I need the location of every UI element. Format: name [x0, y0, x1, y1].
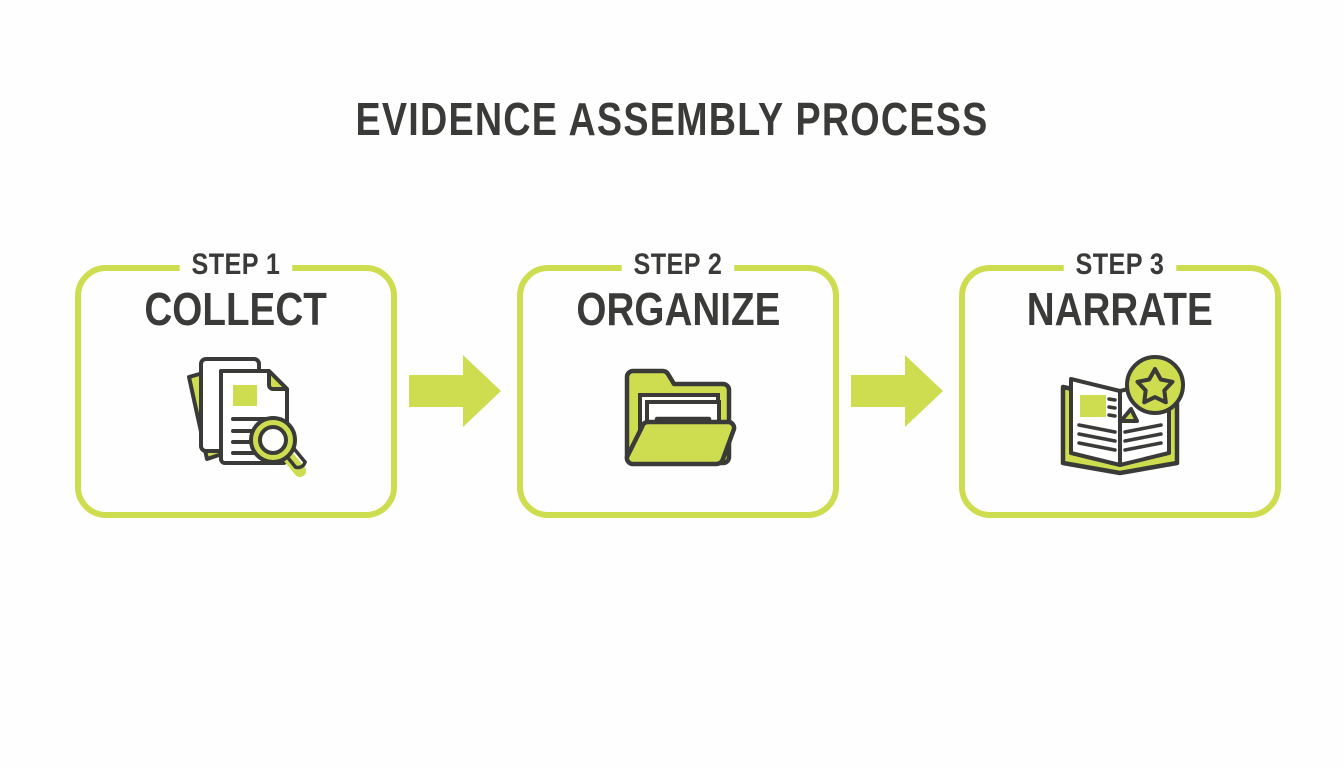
- card-border-1: [75, 265, 397, 518]
- documents-magnifier-icon: [187, 357, 307, 477]
- open-folder-icon: [624, 368, 737, 467]
- open-book-star-icon: [1060, 355, 1185, 476]
- step-card-1-content: STEP 1 COLLECT: [75, 249, 397, 518]
- card-border-3: [959, 265, 1281, 518]
- step-1-title: COLLECT: [144, 283, 328, 335]
- card-border-2: [517, 265, 839, 518]
- arrow-2-icon: [851, 355, 943, 427]
- step-1-label: STEP 1: [179, 249, 293, 281]
- steps-row: STEP 1 COLLECT: [75, 249, 1281, 518]
- step-3-title: NARRATE: [1026, 283, 1214, 335]
- step-3-label: STEP 3: [1063, 249, 1177, 281]
- arrow-1-icon: [409, 355, 501, 427]
- step-card-2[interactable]: STEP 2 ORGANIZE: [517, 249, 839, 518]
- step-2-label: STEP 2: [621, 249, 735, 281]
- page-title: EVIDENCE ASSEMBLY PROCESS: [355, 93, 989, 145]
- step-card-3-content: STEP 3 NARRATE: [959, 249, 1281, 518]
- step-card-2-content: STEP 2 ORGANIZE: [517, 249, 839, 518]
- step-card-1[interactable]: STEP 1 COLLECT: [75, 249, 397, 518]
- step-card-3[interactable]: STEP 3 NARRATE: [959, 249, 1281, 518]
- step-2-title: ORGANIZE: [576, 283, 780, 335]
